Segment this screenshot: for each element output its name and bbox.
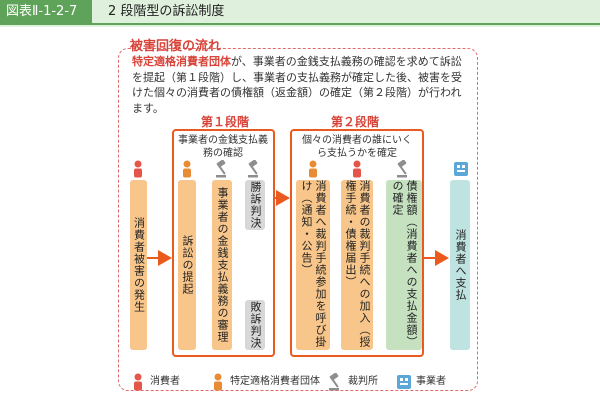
court-icon <box>215 160 231 178</box>
legend-court: 裁判所 <box>348 376 378 387</box>
intro-text: 特定適格消費者団体が、事業者の金銭支払義務の確認を求めて訴訟を提起（第１段階）し… <box>132 54 472 116</box>
figure-label: 図表Ⅱ-1-2-7 <box>0 0 92 23</box>
step-pay: 消費者へ支払 <box>450 180 470 350</box>
consumer-icon <box>132 160 144 178</box>
business-icon <box>453 160 469 178</box>
step-suit: 訴訟の提起 <box>178 180 196 350</box>
step-trial-label: 事業者の金銭支払義務の審理 <box>216 187 229 343</box>
group-icon <box>307 160 319 178</box>
stage1-heading: 第１段階 <box>200 115 249 129</box>
step-damage-label: 消費者被害の発生 <box>132 217 146 313</box>
step-join-label: 消費者の裁判手続への加入（授権手続・債権届出） <box>344 180 371 348</box>
intro-highlight: 特定適格消費者団体 <box>132 55 231 68</box>
court-icon <box>247 160 263 178</box>
court-icon <box>329 373 339 391</box>
step-trial: 事業者の金銭支払義務の審理 <box>212 180 232 350</box>
step-lose-label: 敗訴判決 <box>249 301 262 349</box>
step-damage: 消費者被害の発生 <box>130 180 147 350</box>
group-icon <box>181 160 193 178</box>
step-join: 消費者の裁判手続への加入（授権手続・債権届出） <box>341 180 373 350</box>
court-icon <box>396 160 412 178</box>
step-pay-label: 消費者へ支払 <box>454 229 467 301</box>
step-notify: 消費者へ裁判手続参加を呼び掛け（通知・公告） <box>296 180 330 350</box>
business-icon <box>397 375 411 389</box>
step-suit-label: 訴訟の提起 <box>181 235 194 295</box>
figure-header: 図表Ⅱ-1-2-7 2 段階型の訴訟制度 <box>0 0 600 25</box>
legend-business: 事業者 <box>416 376 446 387</box>
intro-body: が、事業者の金銭支払義務の確認を求めて訴訟を提起（第１段階）し、事業者の支払義務… <box>132 55 462 115</box>
section-title: 被害回復の流れ <box>130 39 222 54</box>
figure-title: 2 段階型の訴訟制度 <box>108 4 225 19</box>
legend-consumer: 消費者 <box>150 376 180 387</box>
step-win-label: 勝訴判決 <box>249 181 262 229</box>
stage1-subtitle: 事業者の金銭支払義務の確認 <box>178 135 268 159</box>
consumer-icon <box>134 373 142 391</box>
step-win: 勝訴判決 <box>245 180 265 230</box>
legend: 消費者 特定適格消費者団体 裁判所 事業者 <box>120 372 476 392</box>
step-claim-label: 債権額（消費者への支払金額）の確定 <box>391 180 418 348</box>
legend-group: 特定適格消費者団体 <box>230 376 320 387</box>
step-claim: 債権額（消費者への支払金額）の確定 <box>386 180 422 350</box>
stage2-subtitle: 個々の消費者の誰にいくら支払うかを確定 <box>302 135 412 159</box>
step-lose: 敗訴判決 <box>245 300 265 350</box>
group-icon <box>214 373 222 391</box>
consumer-icon <box>351 160 363 178</box>
stage2-heading: 第２段階 <box>330 115 379 129</box>
step-notify-label: 消費者へ裁判手続参加を呼び掛け（通知・公告） <box>300 180 327 348</box>
outer-frame <box>118 48 478 391</box>
